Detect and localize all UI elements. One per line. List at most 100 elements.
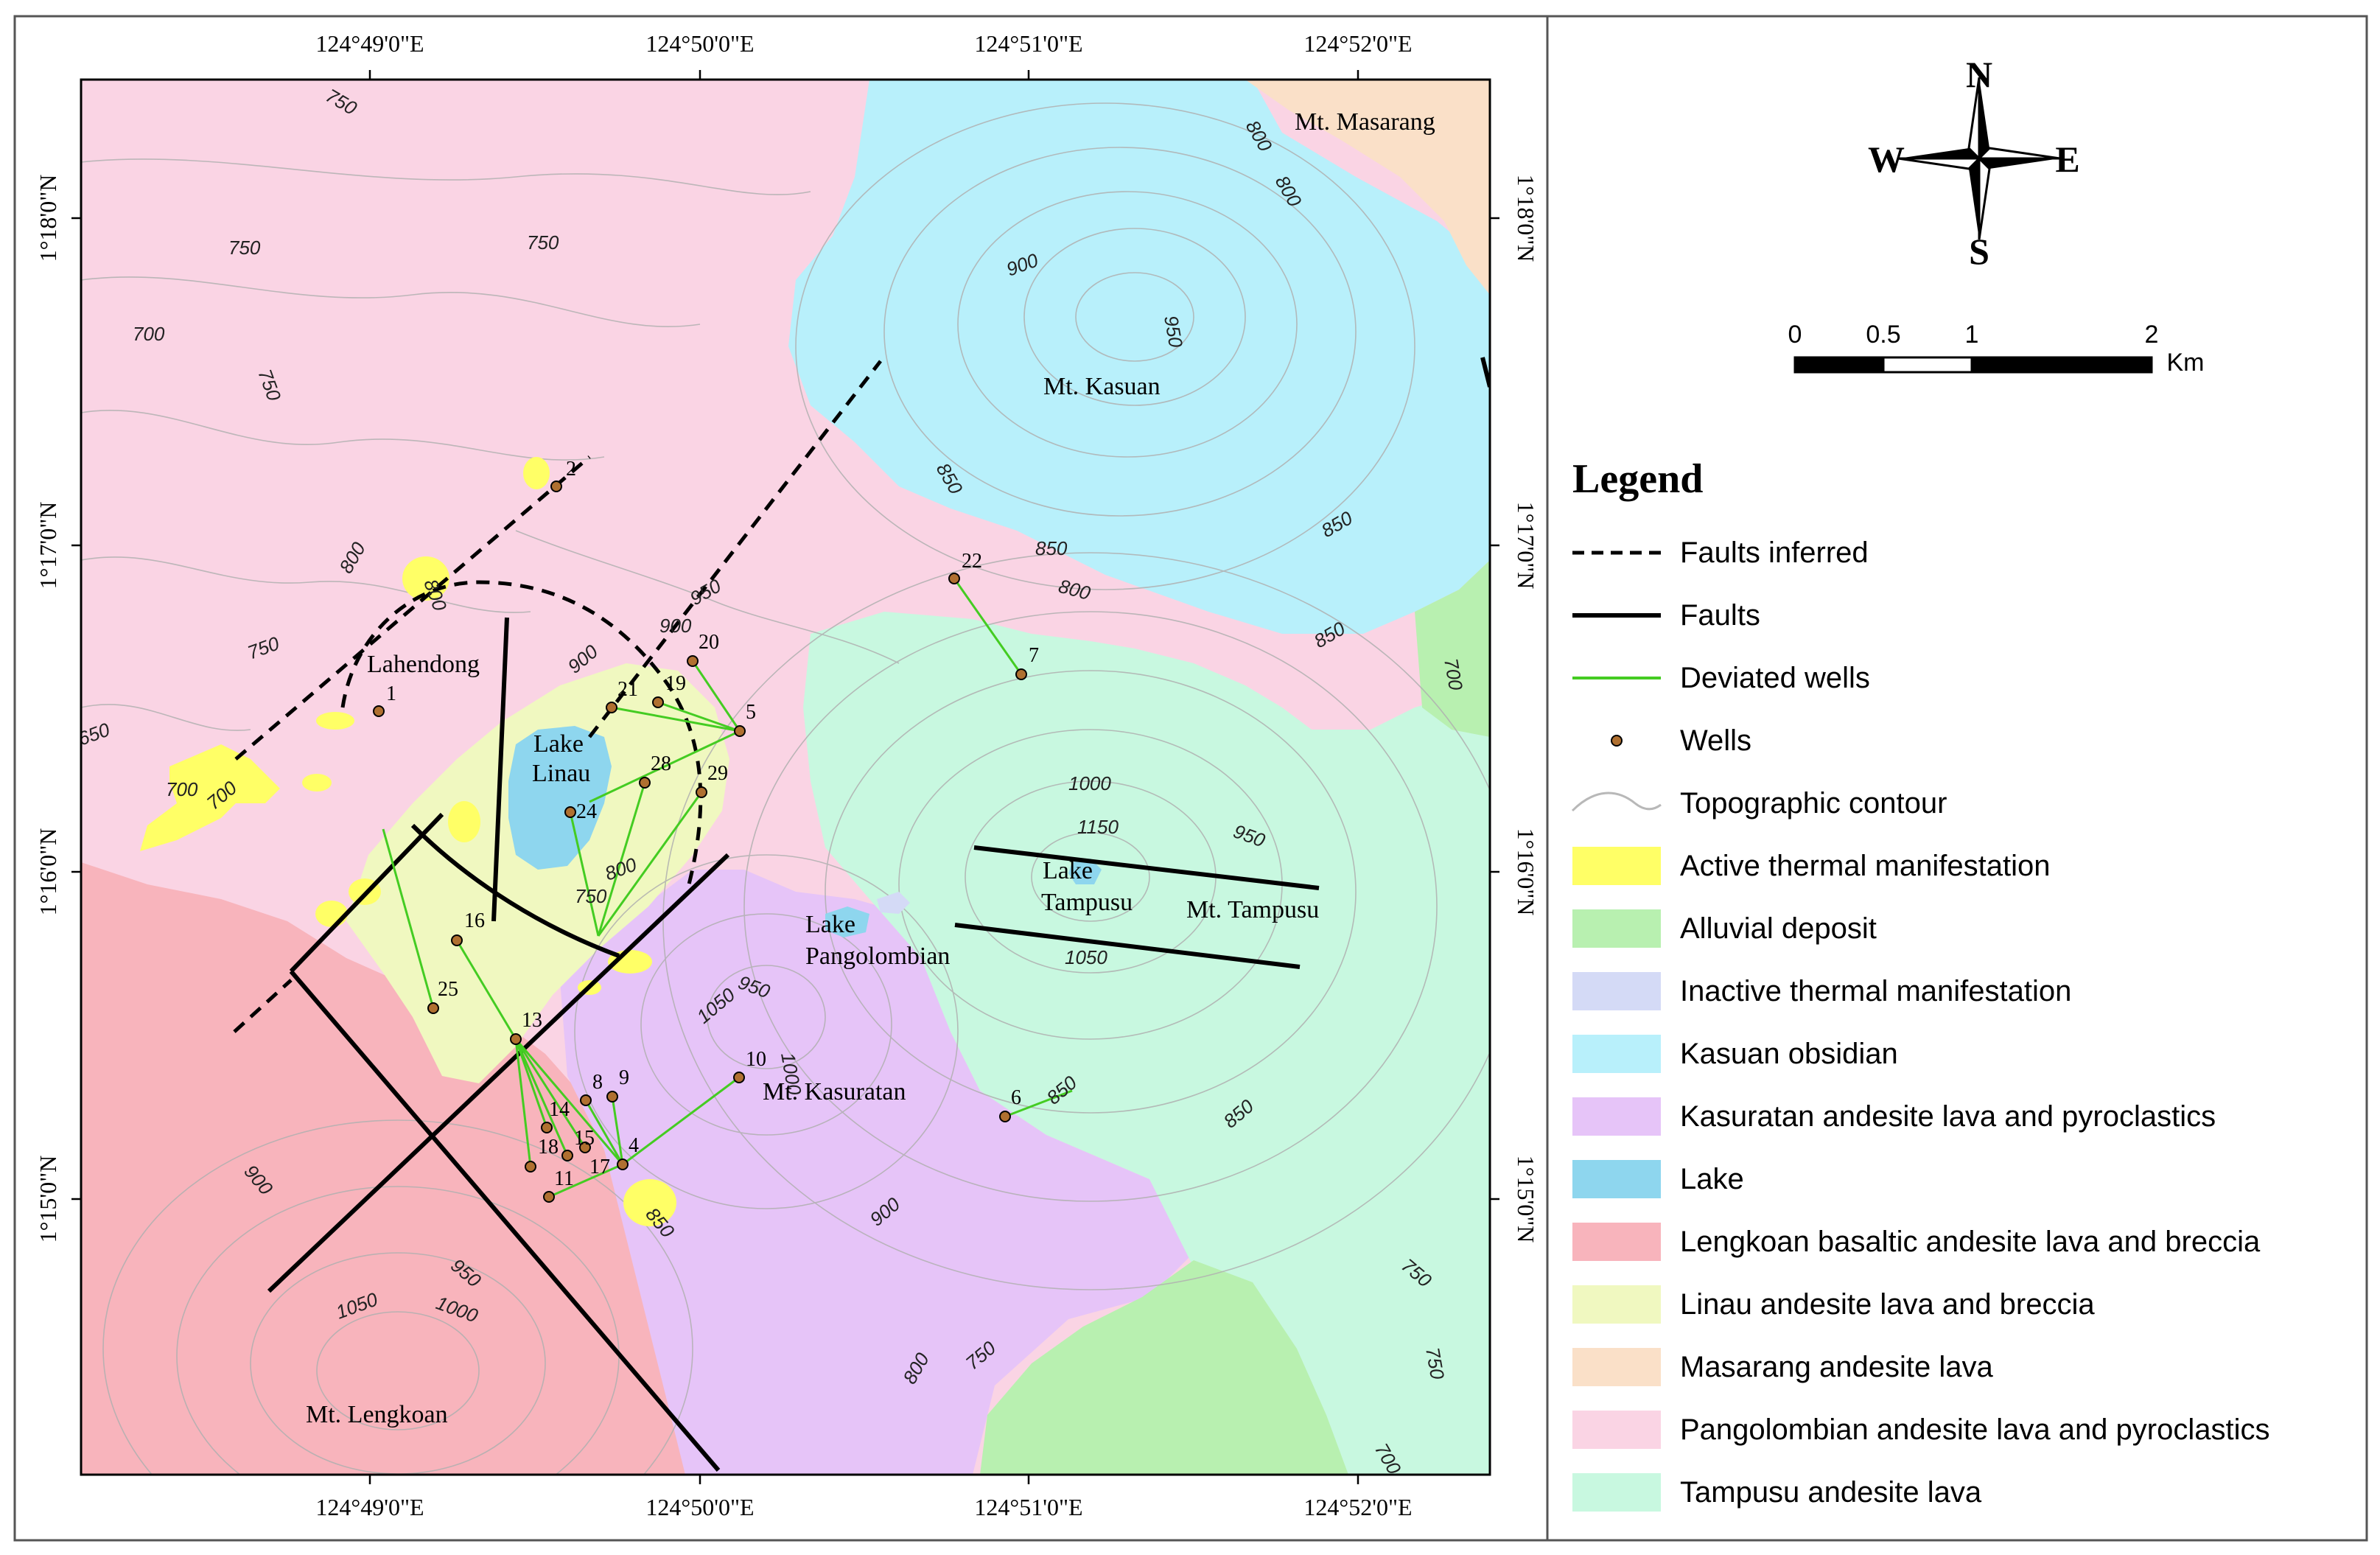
bottom-tick-2: 124°50'0"E [645, 1494, 754, 1520]
top-tick-4: 124°52'0"E [1303, 30, 1412, 57]
unit-kasuan [788, 80, 1490, 634]
legend-label: Topographic contour [1680, 787, 1947, 820]
label-mt-masarang: Mt. Masarang [1295, 108, 1435, 136]
bottom-tick-4: 124°52'0"E [1303, 1494, 1412, 1520]
legend-symbol [1572, 1160, 1661, 1198]
legend-symbol [1572, 1223, 1661, 1261]
left-tick-3: 1°16'0"N [35, 828, 61, 916]
scale-label-1: 1 [1965, 321, 1979, 349]
legend-label: Linau andesite lava and breccia [1680, 1288, 2095, 1321]
legend-title: Legend [1572, 456, 1703, 502]
label-mt-lengkoan: Mt. Lengkoan [306, 1401, 448, 1428]
well-marker [734, 725, 746, 737]
right-tick-4: 1°15'0"N [1513, 1156, 1539, 1243]
well-label: 17 [589, 1156, 610, 1178]
faults [267, 357, 1490, 1472]
well-marker [617, 1159, 629, 1170]
scale-label-0: 0 [1788, 321, 1802, 349]
figure-frame [13, 15, 2368, 1542]
top-tick-3: 124°51'0"E [974, 30, 1082, 57]
well-marker [564, 806, 576, 818]
contour-label: 750 [575, 885, 607, 907]
well-marker [1015, 668, 1027, 680]
legend-symbol [1572, 909, 1661, 948]
well-label: 5 [746, 701, 756, 724]
well-marker [696, 786, 707, 798]
legend-label: Pangolombian andesite lava and pyroclast… [1680, 1414, 2270, 1446]
unit-alluvial-east [1415, 560, 1490, 737]
well-label: 9 [619, 1066, 629, 1089]
legend-label: Lake [1680, 1163, 1744, 1195]
legend-symbol [1572, 972, 1661, 1010]
bottom-tick-1: 124°49'0"E [315, 1494, 424, 1520]
well-marker [525, 1161, 536, 1173]
right-tick-2: 1°17'0"N [1513, 502, 1539, 590]
contour-label: 900 [659, 615, 692, 637]
scale-label-05: 0.5 [1866, 321, 1900, 349]
unit-masarang [1245, 80, 1490, 295]
legend-label: Inactive thermal manifestation [1680, 975, 2071, 1007]
topographic-contours [81, 102, 1490, 1475]
label-mt-tampusu: Mt. Tampusu [1186, 896, 1319, 923]
map-area: 2122720192152829241625138914181517411106… [81, 80, 1490, 1475]
legend-label: Wells [1680, 724, 1751, 757]
well-label: 19 [665, 672, 686, 695]
legend-symbol [1572, 1473, 1661, 1512]
legend-symbol [1572, 1348, 1661, 1386]
well-marker [999, 1111, 1011, 1122]
compass-w: W [1868, 139, 1905, 180]
well-marker [510, 1033, 522, 1045]
legend-symbol [1611, 735, 1623, 747]
place-labels: Mt. Masarang Mt. Kasuan Lahendong Lake L… [306, 108, 1435, 1428]
legend-label: Active thermal manifestation [1680, 850, 2050, 882]
well-marker [427, 1002, 439, 1014]
well-marker [550, 481, 562, 492]
legend-label: Faults inferred [1680, 537, 1869, 569]
well-label: 1 [386, 682, 396, 705]
well-label: 6 [1011, 1086, 1021, 1109]
unit-tampusu [803, 612, 1490, 1475]
label-lake-linau-1: Lake [533, 730, 584, 758]
contour-label: 1150 [1077, 816, 1119, 838]
scale-unit: Km [2167, 349, 2205, 377]
right-tick-1: 1°18'0"N [1513, 175, 1539, 262]
well-label: 8 [592, 1071, 603, 1094]
well-marker [948, 573, 960, 584]
well-label: 4 [629, 1134, 639, 1157]
well-label: 22 [962, 550, 982, 573]
legend-symbol [1572, 1411, 1661, 1449]
well-marker [541, 1122, 553, 1133]
well-label: 21 [617, 678, 638, 701]
deviated-wells [382, 578, 1073, 1198]
legend-symbol [1572, 847, 1661, 885]
lake-pangolombian [825, 906, 869, 937]
lake-linau [508, 726, 612, 870]
faults-inferred [233, 360, 882, 1033]
well-marker [687, 655, 699, 667]
legend-label: Kasuan obsidian [1680, 1038, 1898, 1070]
unit-linau [346, 663, 729, 1083]
well-label: 2 [566, 458, 576, 481]
label-lahendong: Lahendong [367, 651, 480, 678]
label-mt-kasuan: Mt. Kasuan [1043, 373, 1161, 400]
active-thermal-manifestations [140, 457, 676, 1226]
legend-label: Masarang andesite lava [1680, 1351, 1993, 1383]
scale-bar: 0 0.5 1 2 Km [1788, 321, 2205, 377]
well-marker [579, 1142, 591, 1153]
well-marker [451, 934, 463, 946]
map-border [80, 78, 1491, 1476]
well-label: 15 [574, 1127, 595, 1150]
well-marker [543, 1191, 555, 1203]
compass-rose-icon [1897, 77, 2061, 240]
compass-s: S [1969, 231, 1989, 272]
right-tick-3: 1°16'0"N [1513, 828, 1539, 916]
well-marker [606, 702, 617, 713]
legend-label: Tampusu andesite lava [1680, 1476, 1982, 1509]
unit-lengkoan [81, 862, 737, 1475]
well-marker [652, 696, 664, 708]
scale-label-2: 2 [2145, 321, 2159, 349]
left-tick-4: 1°15'0"N [35, 1156, 61, 1243]
